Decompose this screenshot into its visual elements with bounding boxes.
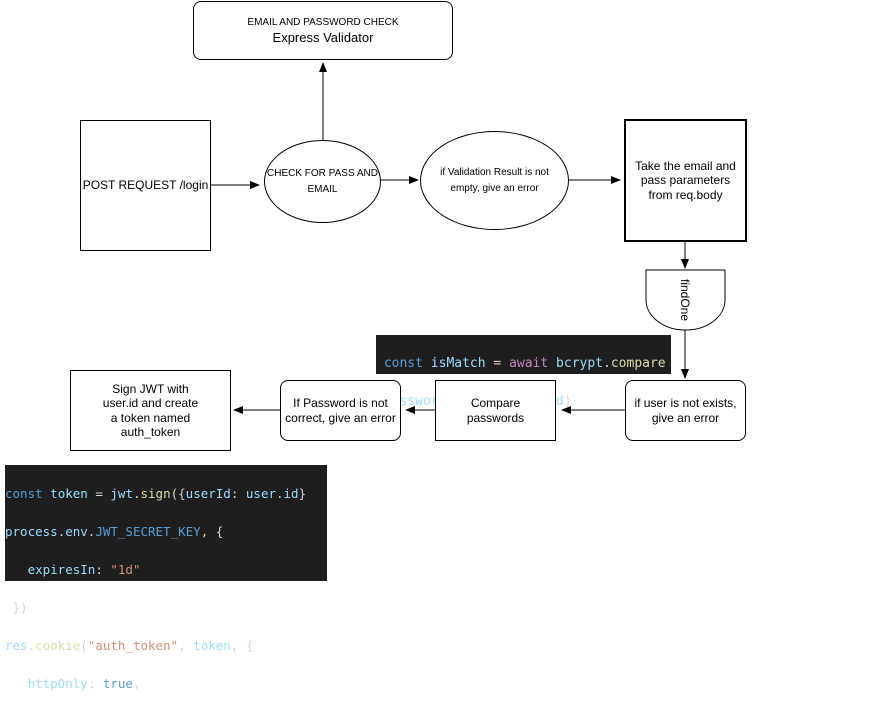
- password-incorrect-label: If Password is not correct, give an erro…: [285, 396, 396, 425]
- findone-label: findOne: [678, 278, 692, 322]
- check-pass-email-label: CHECK FOR PASS AND EMAIL: [267, 168, 378, 195]
- compare-code-line-1: const isMatch = await bcrypt.compare: [383, 356, 666, 371]
- user-not-exists-node: if user is not exists, give an error: [625, 380, 746, 441]
- validator-title: EMAIL AND PASSWORD CHECK: [247, 16, 399, 28]
- findone-shape: [645, 269, 726, 331]
- jwt-code-line-4: }): [5, 600, 28, 615]
- sign-jwt-node: Sign JWT with user.id and create a token…: [70, 370, 231, 451]
- take-params-node: Take the email and pass parameters from …: [624, 119, 747, 242]
- sign-jwt-label: Sign JWT with user.id and create a token…: [102, 381, 199, 439]
- post-request-label: POST REQUEST /login: [82, 178, 209, 193]
- validator-subtitle: Express Validator: [272, 29, 374, 45]
- user-not-exists-label: if user is not exists, give an error: [634, 396, 737, 425]
- jwt-code-line-1: const token = jwt.sign({userId: user.id}: [5, 486, 307, 501]
- password-incorrect-node: If Password is not correct, give an erro…: [280, 380, 401, 441]
- check-pass-email-node: CHECK FOR PASS AND EMAIL: [264, 140, 381, 223]
- compare-passwords-label: Compare passwords: [466, 396, 525, 425]
- express-validator-node: EMAIL AND PASSWORD CHECK Express Validat…: [193, 1, 453, 60]
- take-params-label: Take the email and pass parameters from …: [635, 158, 736, 202]
- validation-result-node: if Validation Result is not empty, give …: [420, 131, 569, 230]
- validation-result-label: if Validation Result is not empty, give …: [440, 167, 549, 194]
- jwt-code-line-2: process.env.JWT_SECRET_KEY, {: [5, 524, 224, 539]
- compare-passwords-node: Compare passwords: [435, 380, 556, 441]
- jwt-code-line-3: expiresIn: "1d": [27, 562, 141, 577]
- post-request-node: POST REQUEST /login: [80, 120, 211, 251]
- jwt-code-line-6: httpOnly: true,: [27, 676, 141, 691]
- jwt-code-line-5: res.cookie("auth_token", token, {: [5, 638, 254, 653]
- bcrypt-compare-code: const isMatch = await bcrypt.compare (pa…: [376, 335, 671, 409]
- jwt-sign-code: const token = jwt.sign({userId: user.id}…: [5, 465, 327, 691]
